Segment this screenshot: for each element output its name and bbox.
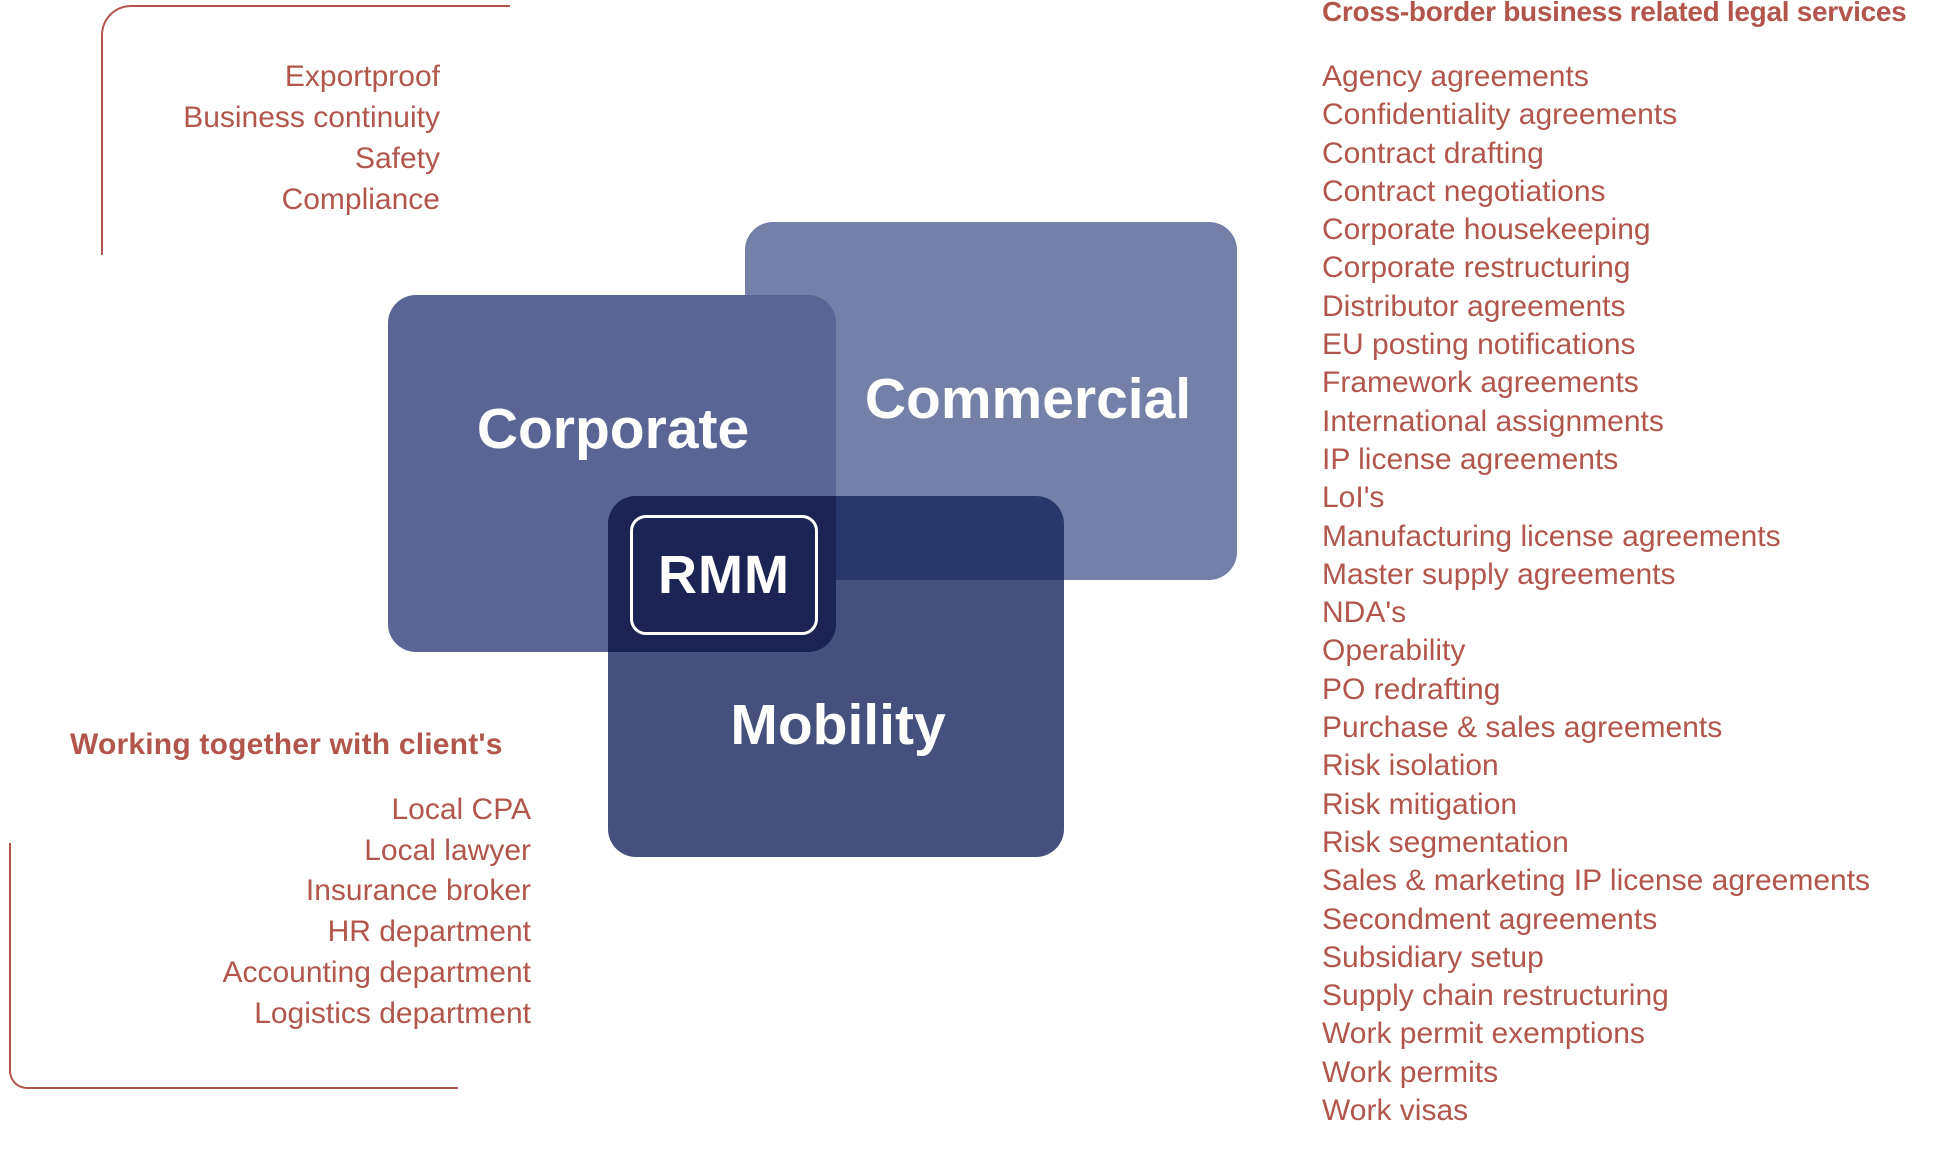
- top-left-bracket-line: [101, 5, 510, 255]
- list-item: Insurance broker: [305, 874, 531, 908]
- list-item: Manufacturing license agreements: [1322, 519, 1781, 553]
- commercial-label: Commercial: [864, 367, 1192, 431]
- list-item: Master supply agreements: [1322, 557, 1676, 591]
- list-item: Work visas: [1322, 1094, 1469, 1128]
- list-item: Safety: [354, 142, 440, 175]
- list-item: Secondment agreements: [1322, 902, 1658, 936]
- list-item: EU posting notifications: [1322, 328, 1636, 362]
- list-item: Confidentiality agreements: [1322, 98, 1678, 132]
- list-item: Compliance: [281, 183, 440, 216]
- list-item: Corporate restructuring: [1322, 251, 1631, 285]
- list-item: Purchase & sales agreements: [1322, 711, 1723, 745]
- list-item: Supply chain restructuring: [1322, 979, 1669, 1013]
- list-item: International assignments: [1322, 404, 1664, 438]
- list-item: Risk segmentation: [1322, 825, 1569, 859]
- bottom-left-bracket-line: [9, 843, 458, 1089]
- list-item: Exportproof: [284, 60, 440, 93]
- list-item: Risk isolation: [1322, 749, 1499, 783]
- mobility-label: Mobility: [730, 693, 946, 757]
- list-item: Contract drafting: [1322, 136, 1544, 170]
- list-item: Distributor agreements: [1322, 289, 1626, 323]
- list-item: PO redrafting: [1322, 672, 1501, 706]
- rmm-label: RMM: [658, 545, 790, 605]
- list-item: Agency agreements: [1322, 60, 1589, 93]
- list-item: LoI's: [1322, 481, 1385, 515]
- list-item: Business continuity: [183, 101, 440, 134]
- list-item: HR department: [327, 915, 531, 949]
- core-overlap-box: [608, 496, 836, 652]
- rmm-frame: RMM: [630, 515, 818, 635]
- list-item: Framework agreements: [1322, 366, 1639, 400]
- list-item: Logistics department: [254, 996, 531, 1030]
- legal-services-title: Cross-border business related legal serv…: [1322, 0, 1907, 27]
- list-item: Sales & marketing IP license agreements: [1322, 864, 1871, 898]
- list-item: Work permit exemptions: [1322, 1017, 1645, 1051]
- list-item: Work permits: [1322, 1055, 1499, 1089]
- list-item: NDA's: [1322, 596, 1407, 630]
- list-item: Corporate housekeeping: [1322, 213, 1651, 247]
- list-item: IP license agreements: [1322, 442, 1619, 476]
- working-together-title: Working together with client's: [70, 728, 503, 761]
- list-item: Risk mitigation: [1322, 787, 1518, 821]
- list-item: Contract negotiations: [1322, 174, 1606, 208]
- list-item: Operability: [1322, 634, 1466, 668]
- list-item: Accounting department: [222, 955, 531, 989]
- list-item: Subsidiary setup: [1322, 940, 1544, 974]
- corporate-label: Corporate: [476, 397, 750, 461]
- list-item: Local CPA: [391, 793, 531, 826]
